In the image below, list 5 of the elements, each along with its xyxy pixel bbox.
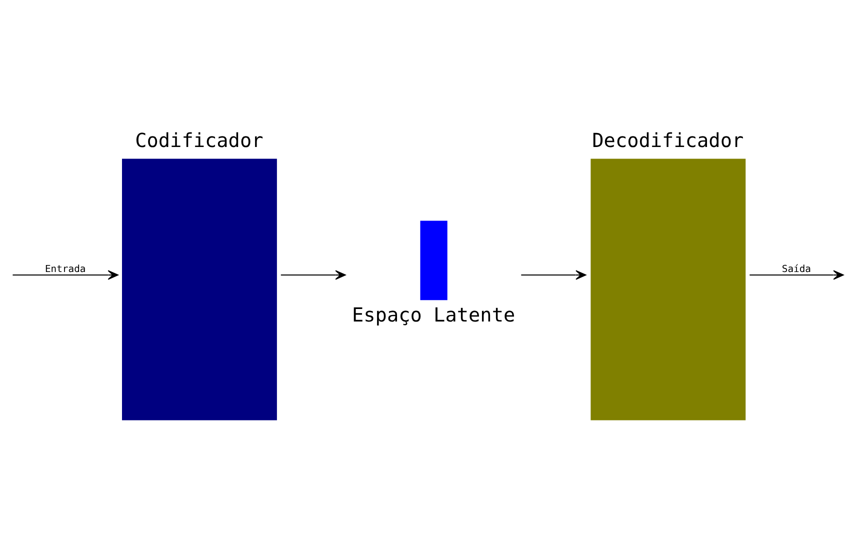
node-label: Codificador <box>135 129 264 152</box>
edge-label: Saída <box>782 264 812 276</box>
node-label: Espaço Latente <box>352 303 516 326</box>
edge-label: Entrada <box>44 264 86 276</box>
node-label: Decodificador <box>592 129 744 152</box>
